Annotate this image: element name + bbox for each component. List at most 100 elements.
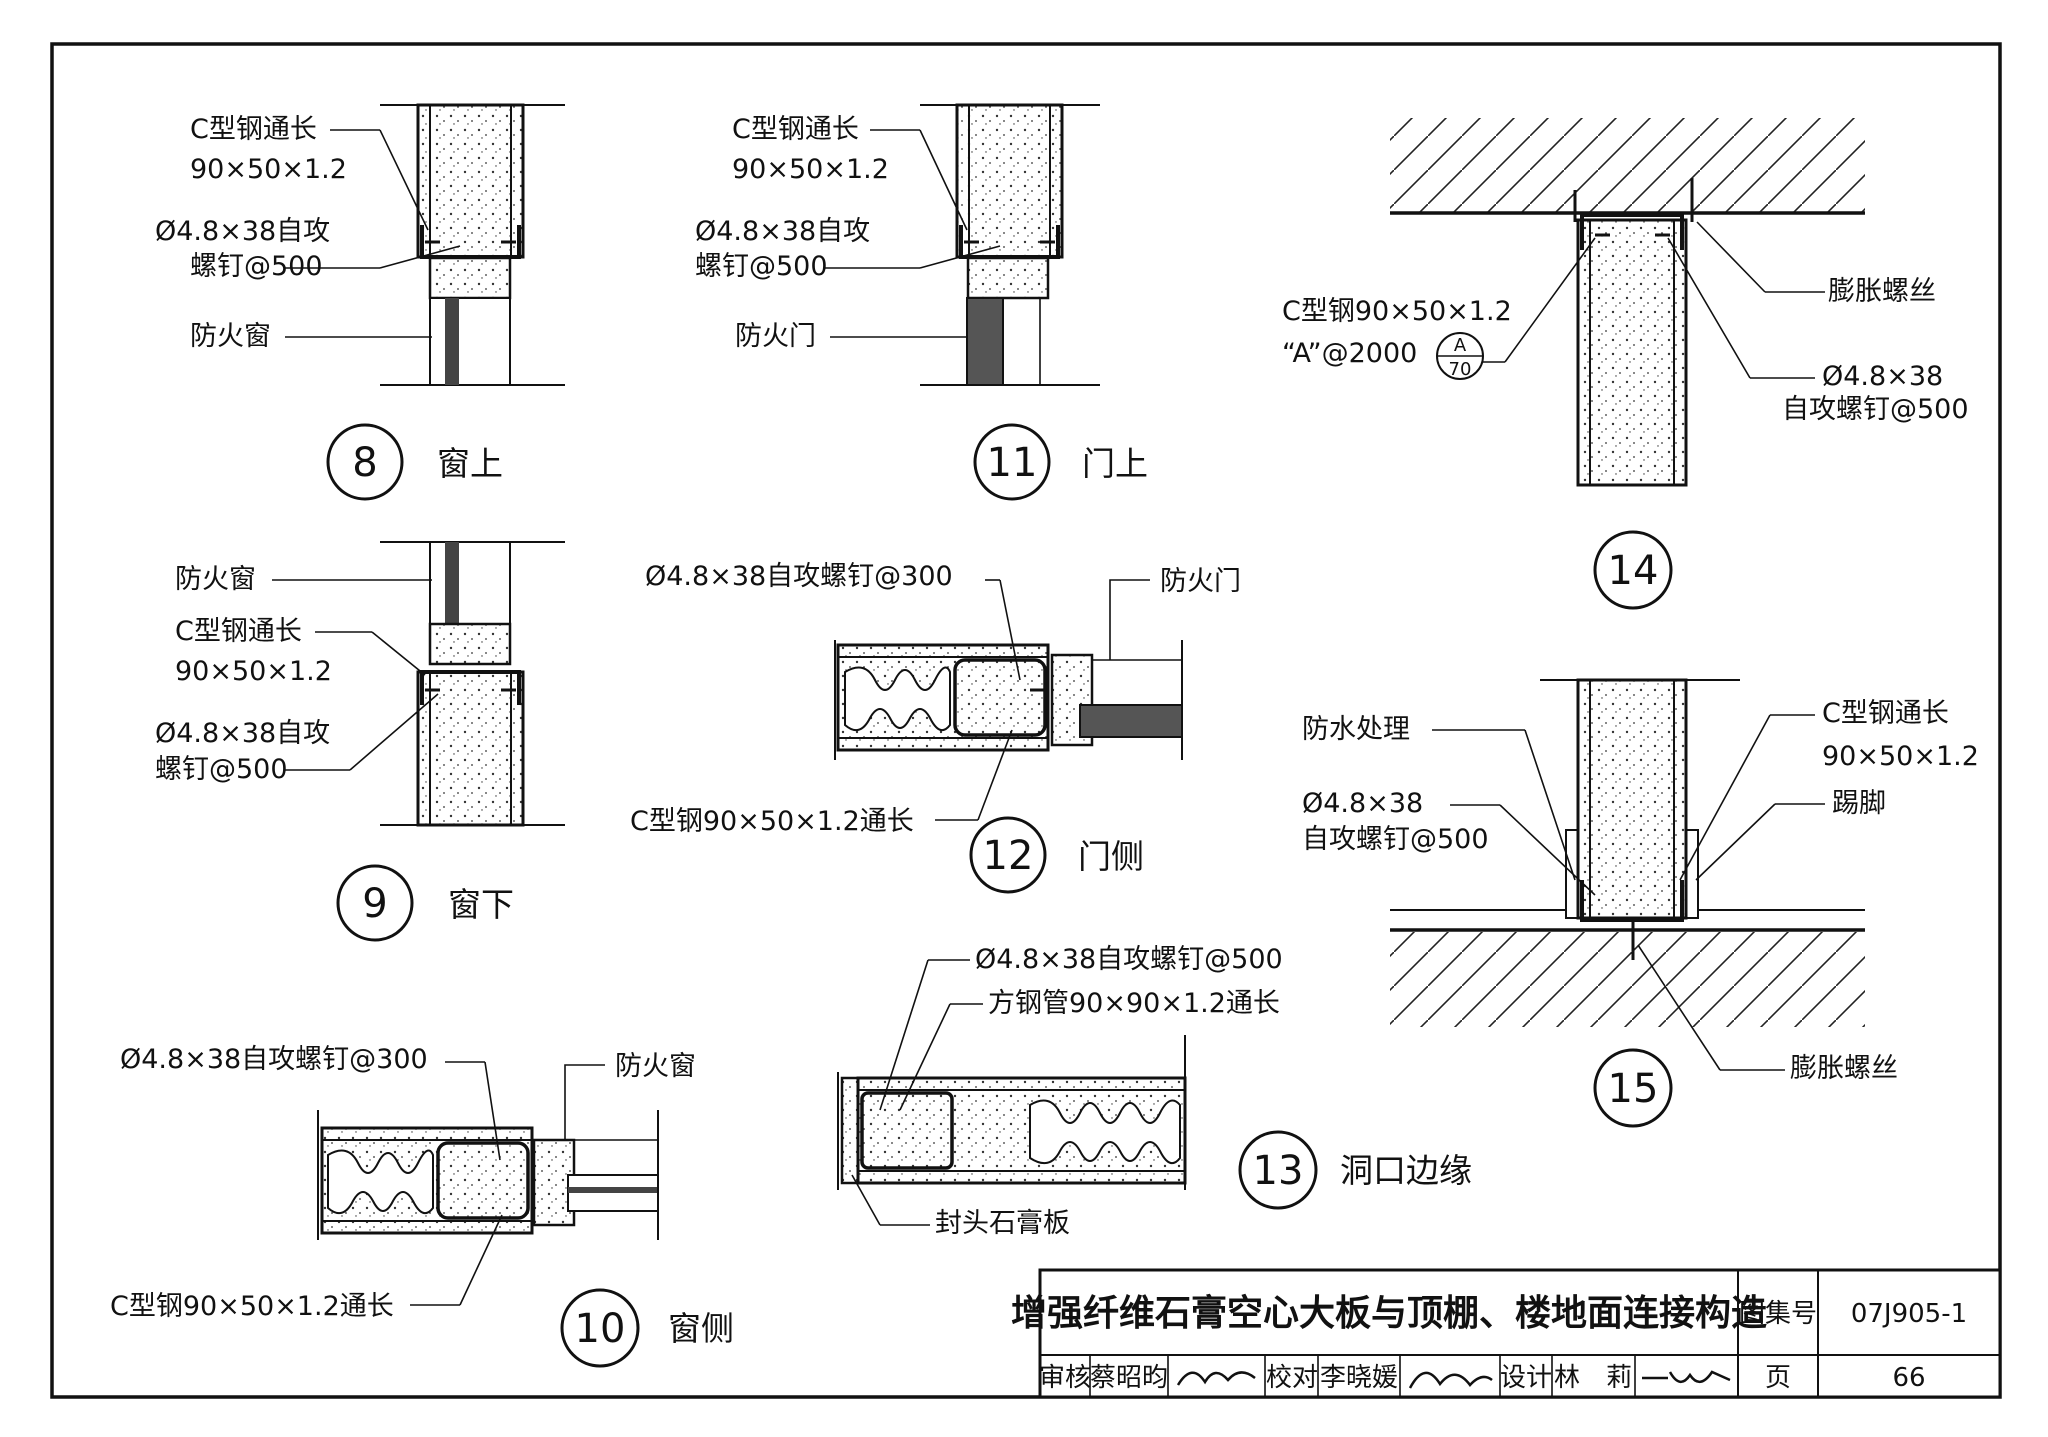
label-screw: Ø4.8×38自攻螺钉@300 xyxy=(645,561,953,592)
detail-15: 防水处理 C型钢通长 90×50×1.2 Ø4.8×38 自攻螺钉@500 踢脚… xyxy=(1302,678,1979,1128)
label-c-steel: C型钢90×50×1.2通长 xyxy=(630,806,914,837)
label-end-board: 封头石膏板 xyxy=(935,1208,1070,1239)
label-fire-window: 防火窗 xyxy=(175,564,256,595)
detail-title: 门侧 xyxy=(1078,837,1144,876)
wall-panel xyxy=(1576,218,1688,487)
wall-panel xyxy=(416,670,525,827)
detail-10: Ø4.8×38自攻螺钉@300 防火窗 C型钢90×50×1.2通长 10 窗侧 xyxy=(110,1044,734,1368)
fire-door-leaf xyxy=(966,297,1004,386)
label-c-steel: C型钢90×50×1.2通长 xyxy=(110,1291,394,1322)
detail-number-circle xyxy=(1593,1048,1673,1128)
designer-name: 林 莉 xyxy=(1554,1363,1632,1393)
label-skirting: 踢脚 xyxy=(1832,788,1886,819)
checker-name: 李晓媛 xyxy=(1320,1363,1398,1393)
reference-top: A xyxy=(1454,335,1467,356)
detail-title: 窗上 xyxy=(437,444,503,483)
label-screw: Ø4.8×38自攻螺钉@500 xyxy=(975,944,1283,975)
detail-number: 10 xyxy=(575,1306,626,1352)
detail-number: 12 xyxy=(983,833,1034,879)
wall-panel xyxy=(416,103,525,259)
detail-number: 8 xyxy=(352,440,377,486)
detail-title: 窗侧 xyxy=(668,1309,734,1348)
page-label: 页 xyxy=(1765,1363,1791,1393)
label-c-steel-2: 90×50×1.2 xyxy=(732,154,889,185)
label-screw-1: Ø4.8×38 xyxy=(1302,788,1423,819)
label-expansion-bolt: 膨胀螺丝 xyxy=(1790,1053,1898,1084)
label-c-steel-2: 90×50×1.2 xyxy=(1822,741,1979,772)
wall-panel xyxy=(955,103,1064,259)
reference-bottom: 70 xyxy=(1449,359,1472,380)
core-insulation xyxy=(844,666,951,732)
skirting-left xyxy=(1565,829,1579,919)
label-fire-door: 防火门 xyxy=(735,321,816,352)
ceiling-slab xyxy=(1390,118,1865,213)
fire-window-frame xyxy=(429,297,511,386)
label-screw-2: 螺钉@500 xyxy=(190,251,323,282)
detail-number-circle xyxy=(1238,1130,1318,1210)
label-fire-door: 防火门 xyxy=(1160,566,1241,597)
detail-14: C型钢90×50×1.2 “A”@2000 A 70 膨胀螺丝 Ø4.8×38 … xyxy=(1282,118,1969,610)
label-screw-2: 螺钉@500 xyxy=(695,251,828,282)
detail-8: C型钢通长 90×50×1.2 Ø4.8×38自攻 螺钉@500 防火窗 8 窗… xyxy=(155,103,565,501)
designer-signature xyxy=(1642,1370,1731,1383)
review-label: 审核 xyxy=(1039,1363,1091,1393)
c-steel-channel xyxy=(953,658,1047,737)
label-fire-window: 防火窗 xyxy=(615,1051,696,1082)
core-insulation xyxy=(327,1149,434,1215)
label-fire-window: 防火窗 xyxy=(190,321,271,352)
fire-window-frame xyxy=(429,541,511,625)
reviewer-name: 蔡昭昀 xyxy=(1090,1363,1168,1393)
filler-block xyxy=(428,256,512,300)
title-block: 增强纤维石膏空心大板与顶棚、楼地面连接构造 图集号 07J905-1 审核 蔡昭… xyxy=(1011,1268,2002,1399)
label-screw-2: 自攻螺钉@500 xyxy=(1782,394,1969,425)
label-screw-1: Ø4.8×38自攻 xyxy=(695,216,870,247)
filler-block xyxy=(966,256,1050,300)
square-steel-tube xyxy=(860,1091,954,1170)
label-screw-2: 自攻螺钉@500 xyxy=(1302,824,1489,855)
floor-slab xyxy=(1390,932,1865,1027)
core-insulation xyxy=(1029,1099,1181,1165)
wall-panel xyxy=(1576,678,1688,920)
atlas-label: 图集号 xyxy=(1739,1299,1817,1329)
detail-number: 11 xyxy=(987,440,1038,486)
detail-title: 门上 xyxy=(1082,444,1148,483)
label-screw: Ø4.8×38自攻螺钉@300 xyxy=(120,1044,428,1075)
page-number: 66 xyxy=(1892,1363,1925,1393)
label-c-steel-1: C型钢通长 xyxy=(1822,698,1949,729)
detail-title: 洞口边缘 xyxy=(1340,1151,1472,1190)
detail-number: 14 xyxy=(1608,548,1659,594)
label-c-steel-2: 90×50×1.2 xyxy=(175,656,332,687)
detail-13: Ø4.8×38自攻螺钉@500 方钢管90×90×1.2通长 封头石膏板 13 … xyxy=(837,944,1472,1239)
detail-number: 13 xyxy=(1253,1148,1304,1194)
label-c-steel-1: C型钢通长 xyxy=(732,114,859,145)
end-gypsum-board xyxy=(840,1076,860,1185)
detail-number-circle xyxy=(1593,530,1673,610)
drawing-title: 增强纤维石膏空心大板与顶棚、楼地面连接构造 xyxy=(1011,1293,1767,1334)
label-waterproof: 防水处理 xyxy=(1302,714,1410,745)
detail-title: 窗下 xyxy=(448,885,514,924)
filler-block xyxy=(428,622,512,666)
design-label: 设计 xyxy=(1500,1363,1552,1393)
label-expansion-bolt: 膨胀螺丝 xyxy=(1828,276,1936,307)
label-c-steel-1: C型钢通长 xyxy=(190,114,317,145)
label-c-steel-1: C型钢90×50×1.2 xyxy=(1282,296,1512,327)
detail-number-circle xyxy=(969,816,1047,894)
detail-number-circle xyxy=(326,423,404,501)
detail-12: Ø4.8×38自攻螺钉@300 防火门 C型钢90×50×1.2通长 12 门侧 xyxy=(630,561,1241,894)
label-c-steel-2: “A”@2000 xyxy=(1282,338,1417,369)
detail-number-circle xyxy=(973,423,1051,501)
detail-number-circle xyxy=(336,864,414,942)
detail-number: 9 xyxy=(362,881,387,927)
reviewer-signature xyxy=(1176,1371,1256,1386)
c-steel-channel xyxy=(1580,213,1684,250)
checker-signature xyxy=(1408,1371,1493,1389)
label-square-tube: 方钢管90×90×1.2通长 xyxy=(988,988,1280,1019)
c-steel-channel xyxy=(436,1141,530,1220)
label-c-steel-1: C型钢通长 xyxy=(175,616,302,647)
fire-door-leaf xyxy=(1079,704,1183,738)
label-screw-1: Ø4.8×38自攻 xyxy=(155,216,330,247)
detail-number: 15 xyxy=(1608,1066,1659,1112)
check-label: 校对 xyxy=(1266,1363,1318,1393)
c-steel-channel xyxy=(420,670,521,705)
